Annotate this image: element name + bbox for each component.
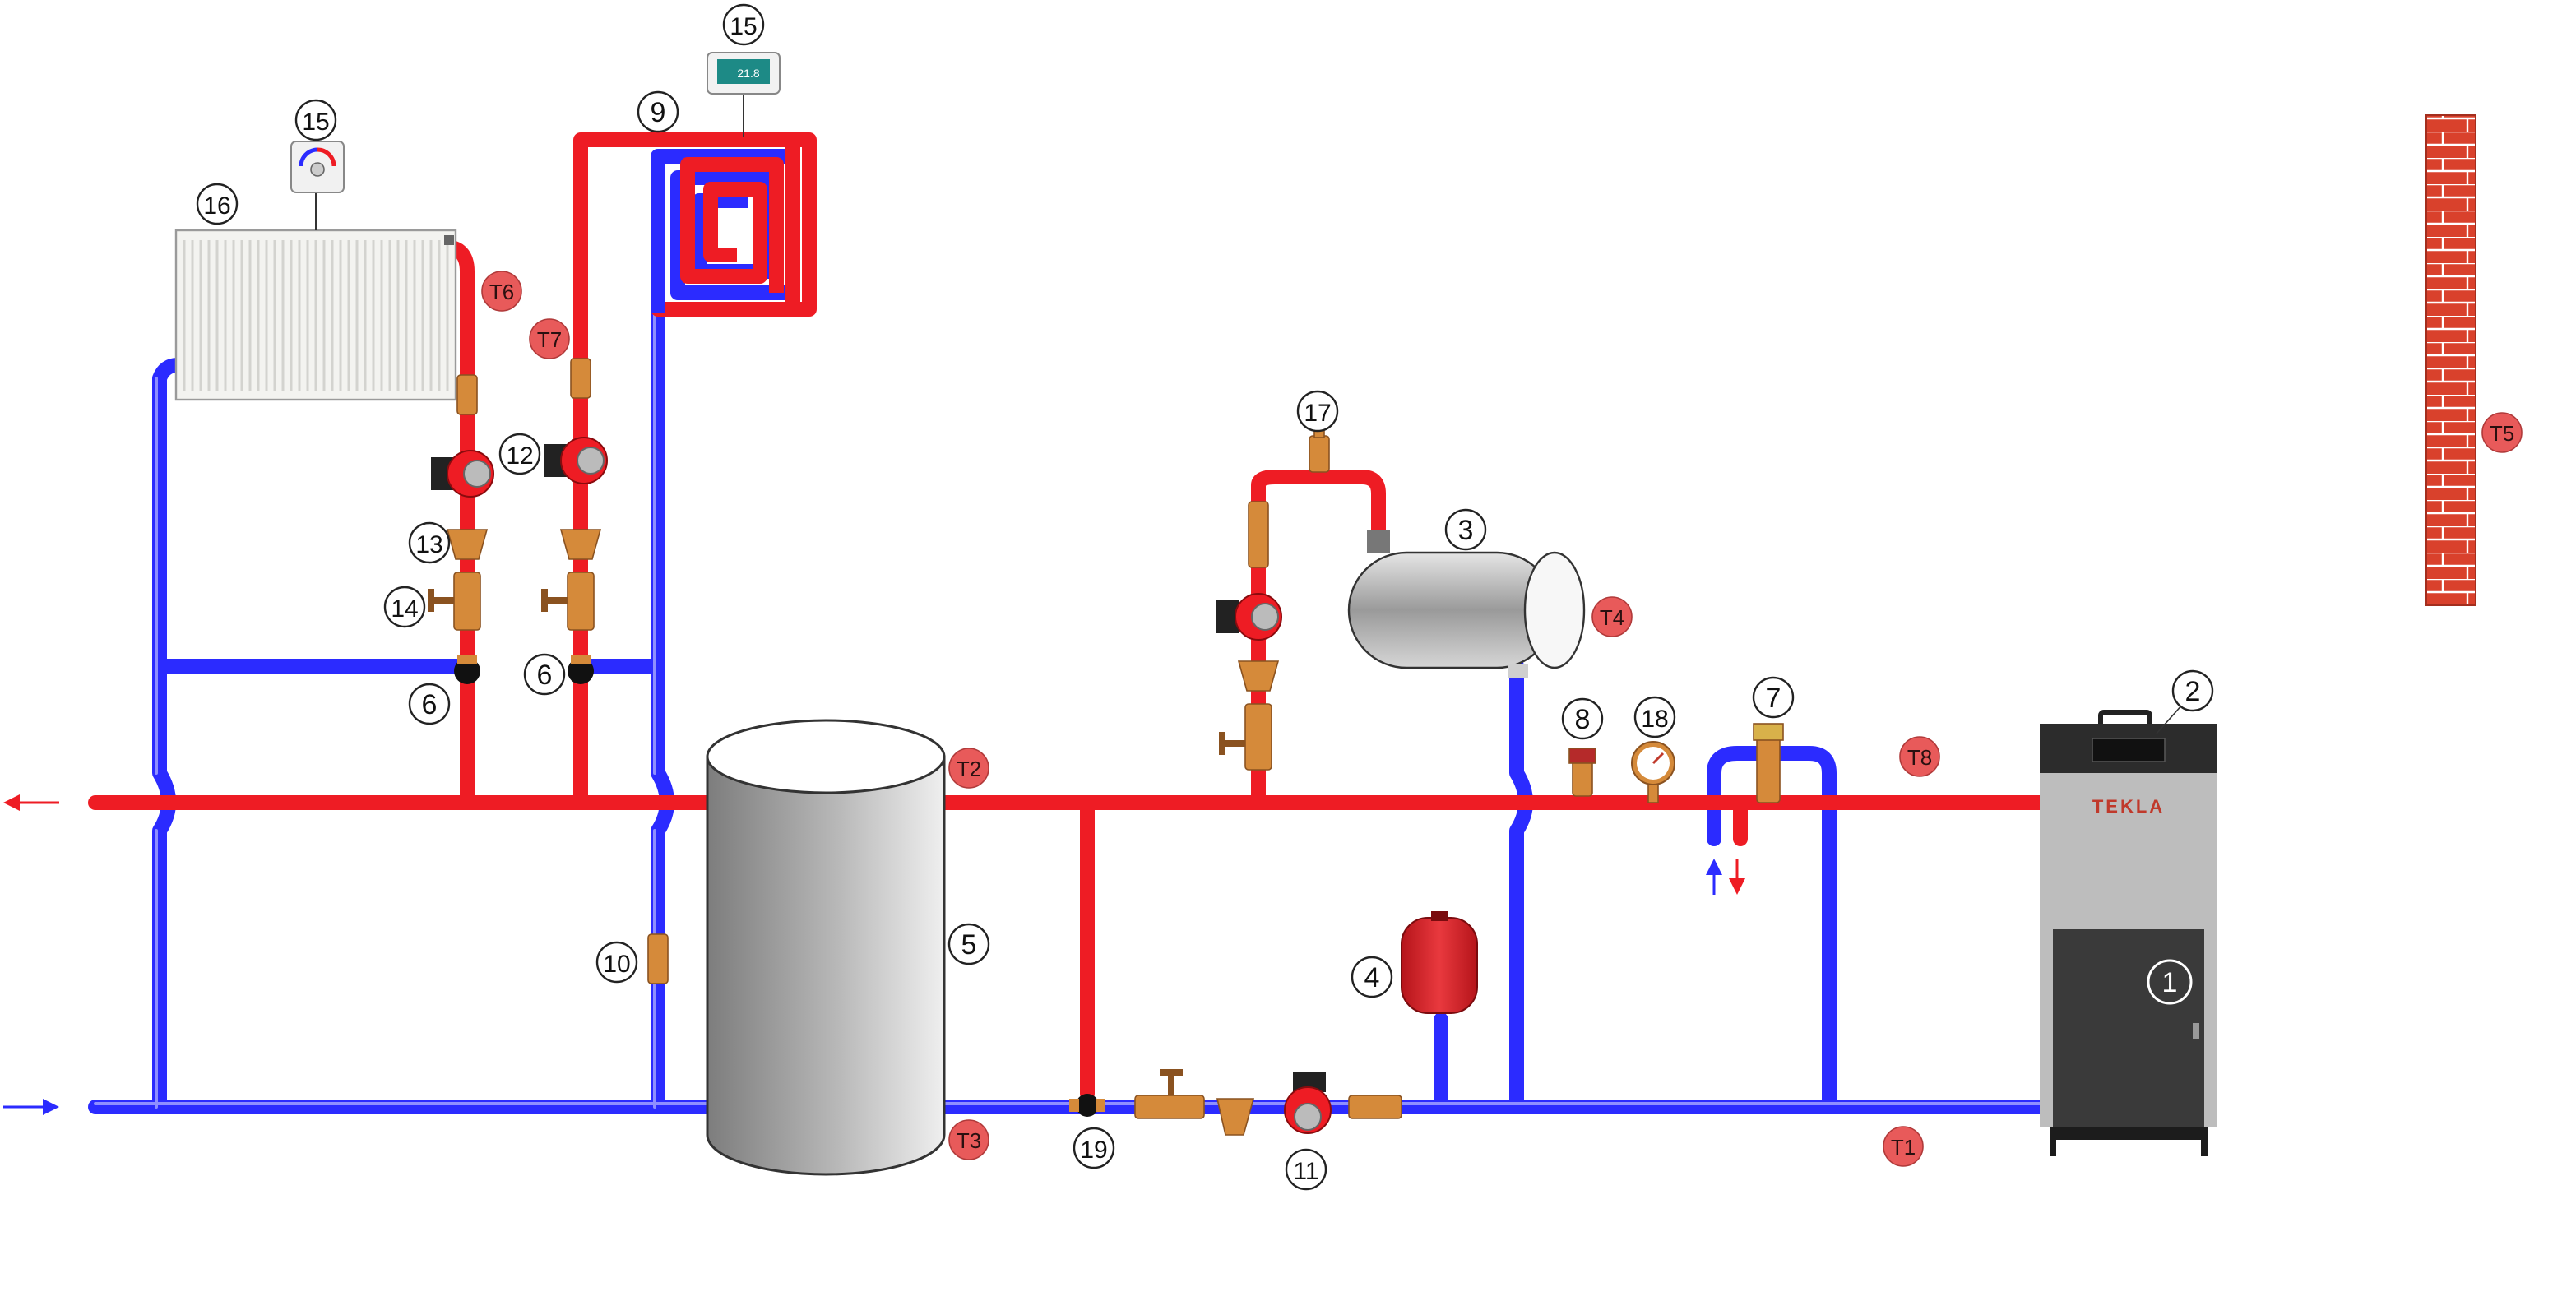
callout-label: 6 (537, 660, 553, 691)
callout-label: 14 (391, 595, 418, 623)
callout-label: 7 (1766, 683, 1781, 714)
callout-label: 19 (1080, 1137, 1107, 1164)
callout-n16: 16 (196, 183, 239, 225)
callout-label: 4 (1364, 962, 1380, 993)
callout-n17: 17 (1296, 390, 1339, 433)
buffer-tank (706, 719, 946, 1176)
cold-radiator-riser (152, 358, 185, 1114)
callout-n12: 12 (498, 433, 541, 475)
cold-pipes (88, 305, 2047, 1114)
pressure-gauge (1631, 741, 1675, 785)
expansion-vessel (1401, 911, 1478, 1020)
callout-label: 1 (2162, 967, 2178, 998)
callout-label: 16 (203, 192, 230, 220)
return-in-arrow (3, 1099, 59, 1115)
sensor-t5: T5 (2481, 412, 2523, 453)
callout-label: 18 (1641, 706, 1668, 733)
radiator (174, 229, 457, 401)
callout-n8: 8 (1561, 697, 1604, 740)
sensor-t2: T2 (948, 748, 989, 789)
sensor-label: T1 (1891, 1135, 1916, 1160)
callout-n19: 19 (1073, 1127, 1115, 1169)
floor-pump (544, 437, 608, 484)
callout-label: 3 (1458, 515, 1474, 546)
sensor-label: T4 (1600, 605, 1624, 630)
sensor-label: T2 (957, 757, 981, 781)
mechanical-room-thermostat (290, 141, 345, 230)
callout-label: 17 (1304, 400, 1331, 427)
callout-n15a: 15 (294, 99, 337, 141)
sensor-label: T6 (489, 280, 514, 304)
cold-floor-riser (651, 305, 674, 1114)
sensor-label: T8 (1907, 745, 1932, 770)
circulation-pumps (431, 437, 1332, 1134)
callout-label: 15 (302, 109, 329, 136)
thermostat-readout: 21.8 (737, 67, 759, 80)
callout-label: 2 (2185, 676, 2201, 707)
callout-label: 5 (961, 929, 977, 961)
callout-n18: 18 (1633, 696, 1676, 738)
cold-pipe-highlights (94, 311, 2041, 1109)
sensor-t1: T1 (1883, 1126, 1924, 1167)
callout-label: 13 (415, 531, 442, 558)
callout-label: 8 (1575, 704, 1591, 735)
boiler: TEKLA (2040, 710, 2217, 1156)
callout-n2: 2 (2171, 669, 2214, 712)
callout-n6a: 6 (408, 683, 451, 725)
callout-n7: 7 (1752, 676, 1795, 719)
sensor-t3: T3 (948, 1119, 989, 1160)
callout-label: 11 (1293, 1158, 1318, 1185)
supply-out-arrow (3, 794, 59, 811)
outside-brick-wall (2425, 114, 2476, 606)
sensor-t7: T7 (529, 318, 570, 359)
sensor-t6: T6 (481, 271, 522, 312)
sensor-t4: T4 (1591, 596, 1633, 637)
flow-arrows (3, 794, 1745, 1115)
callout-label: 9 (651, 97, 666, 128)
hot-pipes (88, 132, 2047, 1101)
boiler-pump (1284, 1072, 1332, 1134)
hot-accumulator-riser (1251, 470, 1386, 810)
boiler-brand: TEKLA (2092, 796, 2165, 817)
hot-water-cylinder (1347, 530, 1586, 678)
callout-label: 15 (730, 13, 757, 40)
hot-out-arrow (1729, 859, 1745, 895)
callout-n9: 9 (637, 90, 679, 133)
callout-label: 10 (603, 951, 630, 978)
sensor-label: T5 (2490, 421, 2514, 446)
callout-label: 6 (422, 689, 438, 720)
radiator-pump (431, 450, 494, 498)
cold-accumulator-line (1509, 659, 1533, 1114)
three-way-valves (454, 655, 1105, 1117)
sensor-label: T3 (957, 1128, 981, 1153)
underfloor-heating-coil (651, 145, 800, 313)
callout-n10: 10 (595, 941, 638, 984)
callout-n5: 5 (947, 923, 990, 965)
sensor-label: T7 (537, 327, 562, 352)
callout-n1: 1 (2147, 959, 2193, 1005)
cold-in-arrow (1706, 859, 1722, 895)
callout-n11: 11 (1285, 1148, 1327, 1191)
callout-n14: 14 (383, 586, 426, 628)
brass-fittings (428, 358, 1784, 1136)
callout-n4: 4 (1351, 956, 1393, 998)
callout-label: 12 (506, 442, 533, 470)
callout-n6b: 6 (523, 653, 566, 696)
callout-n3: 3 (1444, 508, 1487, 551)
leader-lines (2156, 703, 2184, 734)
digital-room-thermostat: 21.8 (707, 52, 781, 137)
callout-n15b: 15 (722, 3, 765, 46)
callout-n13: 13 (408, 521, 451, 564)
sensor-t8: T8 (1899, 736, 1940, 777)
cylinder-pump (1216, 593, 1282, 641)
